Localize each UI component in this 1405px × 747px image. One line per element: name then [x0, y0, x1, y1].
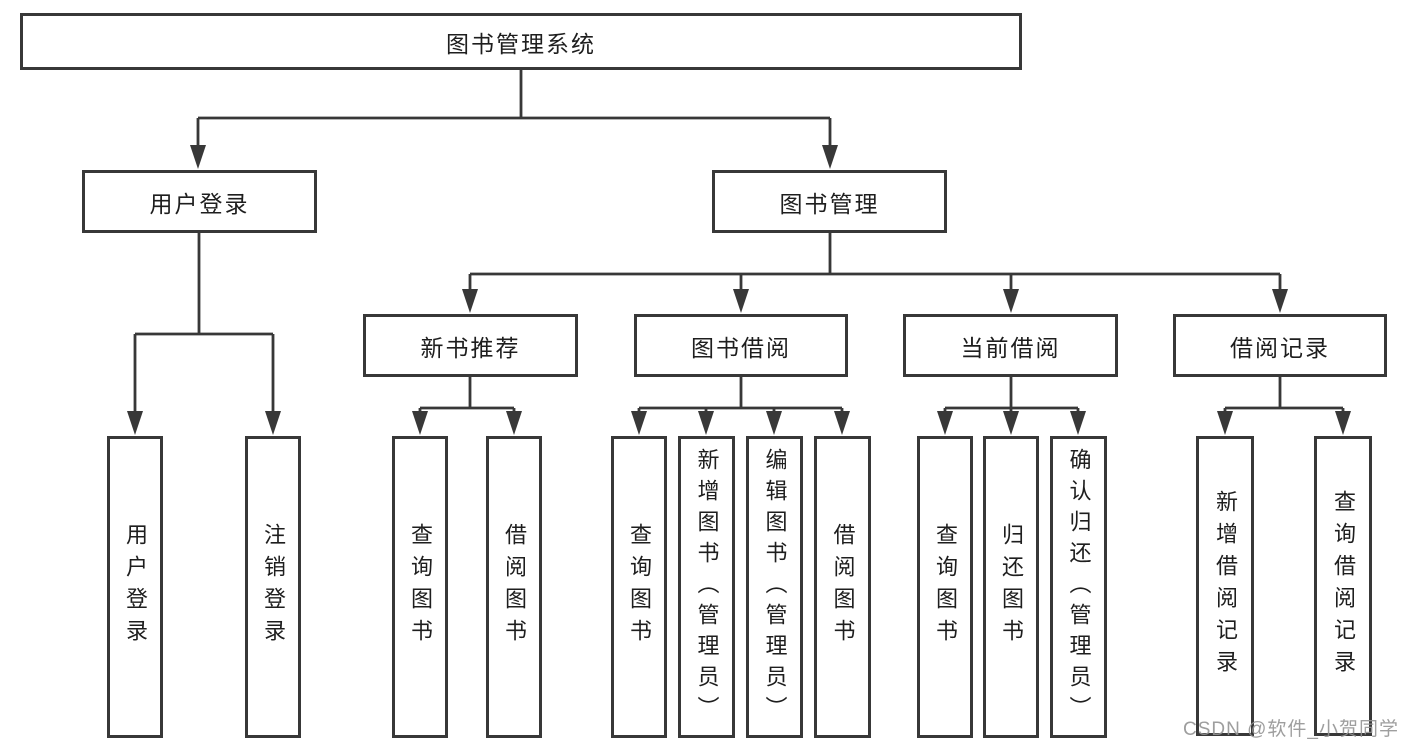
node-book-borrow: 图书借阅 [634, 314, 848, 377]
leaf-user-login: 用户登录 [107, 436, 163, 738]
leaf-query-books-borrow: 查询图书 [611, 436, 667, 738]
leaf-label: 借阅图书 [502, 523, 527, 651]
leaf-label: 借阅图书 [830, 523, 856, 651]
leaf-label: 确认归还（管理员） [1066, 447, 1092, 727]
leaf-edit-book-admin: 编辑图书（管理员） [746, 436, 803, 738]
node-user-login: 用户登录 [82, 170, 317, 233]
leaf-label: 查询图书 [408, 523, 433, 651]
leaf-label: 新增图书（管理员） [694, 447, 720, 727]
leaf-logout: 注销登录 [245, 436, 301, 738]
node-current-borrow: 当前借阅 [903, 314, 1118, 377]
leaf-query-books-current: 查询图书 [917, 436, 973, 738]
leaf-borrow-books-borrow: 借阅图书 [814, 436, 871, 738]
leaf-label: 用户登录 [123, 523, 148, 651]
leaf-borrow-books-recommend: 借阅图书 [486, 436, 542, 738]
leaf-add-book-admin: 新增图书（管理员） [678, 436, 735, 738]
leaf-query-books-recommend: 查询图书 [392, 436, 448, 738]
leaf-label: 查询图书 [627, 523, 652, 651]
leaf-add-borrow-record: 新增借阅记录 [1196, 436, 1254, 736]
node-library-system: 图书管理系统 [20, 13, 1022, 70]
leaf-label: 查询图书 [933, 523, 958, 651]
node-book-management: 图书管理 [712, 170, 947, 233]
leaf-query-borrow-record: 查询借阅记录 [1314, 436, 1372, 736]
leaf-label: 注销登录 [261, 523, 286, 651]
leaf-return-book: 归还图书 [983, 436, 1039, 738]
csdn-watermark: CSDN @软件_小贺同学 [1183, 719, 1399, 740]
leaf-label: 查询借阅记录 [1331, 490, 1356, 682]
leaf-confirm-return-admin: 确认归还（管理员） [1050, 436, 1107, 738]
node-borrow-records: 借阅记录 [1173, 314, 1387, 377]
node-new-book-recommend: 新书推荐 [363, 314, 578, 377]
leaf-label: 归还图书 [999, 523, 1024, 651]
leaf-label: 编辑图书（管理员） [762, 447, 788, 727]
leaf-label: 新增借阅记录 [1213, 490, 1238, 682]
